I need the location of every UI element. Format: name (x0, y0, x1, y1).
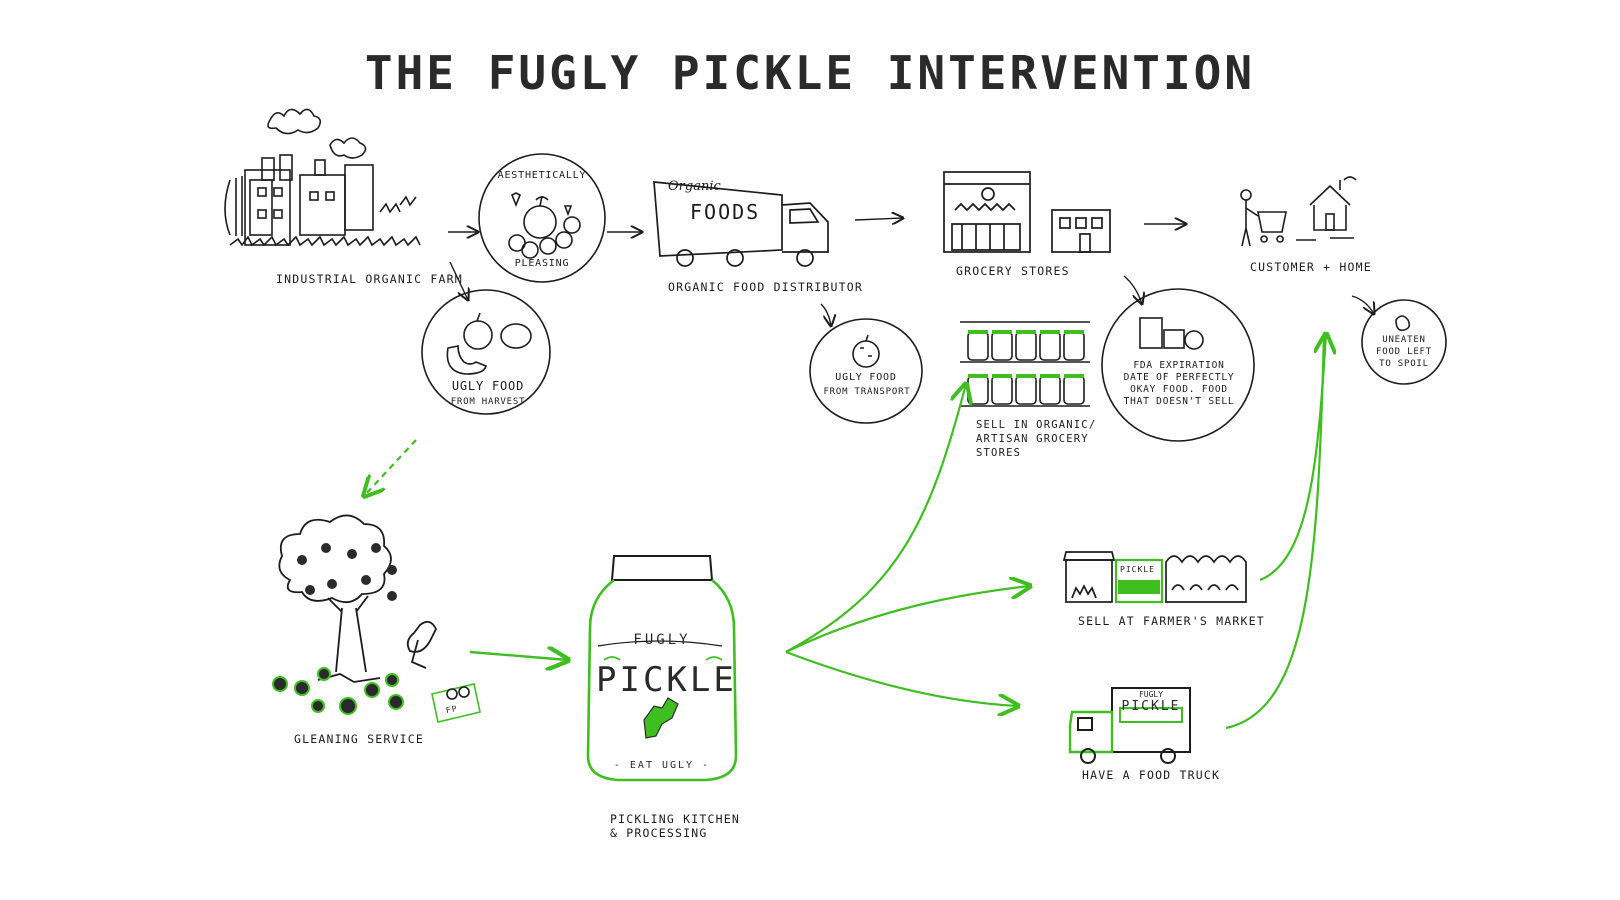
label-industrial-farm: INDUSTRIAL ORGANIC FARM (276, 272, 463, 286)
label-pickling-kitchen: PICKLING KITCHEN & PROCESSING (610, 812, 740, 840)
arrow-customer-to-uneaten (1351, 295, 1374, 314)
uneaten-food-circle (1361, 299, 1447, 385)
grocery-shelf-jars-icon (960, 321, 1090, 407)
label-ugly-food-harvest-2: FROM HARVEST (450, 397, 526, 407)
fugly-pickle-jar-icon (586, 555, 738, 782)
label-aesthetically: AESTHETICALLY (497, 170, 587, 181)
aesthetically-pleasing-circle (478, 153, 606, 283)
ugly-food-harvest-circle (421, 289, 551, 415)
tree-fruits (297, 543, 397, 601)
truck-text-organic: Organic (668, 179, 721, 194)
market-stall-sign: PICKLE (1120, 565, 1155, 574)
label-ugly-food-transport-1: UGLY FOOD (835, 372, 897, 383)
jar-name: PICKLE (596, 660, 737, 700)
truck-text-foods: FOODS (690, 200, 761, 224)
label-fda-expiration: FDA EXPIRATION DATE OF PERFECTLY OKAY FO… (1123, 360, 1235, 407)
jar-brand: FUGLY (633, 632, 691, 648)
organic-foods-truck-icon (653, 181, 829, 267)
fp-crate-icon (431, 683, 481, 723)
label-ugly-food-harvest-1: UGLY FOOD (451, 379, 525, 393)
arrow-gleaning-to-pickling (469, 652, 568, 660)
arrow-jar-to-food-truck (785, 650, 1018, 706)
label-farmers-market: SELL AT FARMER'S MARKET (1078, 614, 1265, 628)
fugly-food-truck-icon (1068, 687, 1191, 764)
arrow-distributor-to-grocery (854, 218, 903, 220)
ugly-food-transport-circle (809, 318, 923, 424)
customer-home-icon (1240, 176, 1357, 247)
arrow-truck-to-customer (1225, 333, 1326, 730)
label-food-truck: HAVE A FOOD TRUCK (1082, 768, 1221, 782)
label-customer-home: CUSTOMER + HOME (1250, 260, 1372, 274)
label-uneaten-food: UNEATEN FOOD LEFT TO SPOIL (1376, 335, 1432, 369)
label-grocery-stores: GROCERY STORES (956, 264, 1070, 278)
truck-name: PICKLE (1121, 699, 1181, 714)
arrow-jar-to-organic-stores (785, 384, 966, 653)
arrow-market-to-customer (1259, 334, 1326, 582)
fallen-fruits (272, 667, 404, 715)
arrow-grocery-to-fda (1123, 275, 1142, 304)
arrow-jar-to-farmers-market (785, 586, 1030, 653)
truck-brand: FUGLY (1138, 690, 1164, 699)
arrow-dashed-to-gleaning (364, 439, 417, 496)
arrow-distributor-to-ugly-transport (820, 303, 831, 326)
crate-mark: FP (445, 703, 459, 716)
shelf-jar-lids-green (968, 330, 1084, 378)
label-pleasing: PLEASING (514, 258, 570, 269)
label-sell-organic: SELL IN ORGANIC/ ARTISAN GROCERY STORES (976, 419, 1097, 459)
gleaning-tree-icon (278, 514, 438, 683)
label-ugly-food-transport-2: FROM TRANSPORT (823, 387, 911, 397)
jar-tagline: - EAT UGLY - (613, 760, 711, 771)
factory-farm-icon (224, 108, 421, 247)
label-gleaning-service: GLEANING SERVICE (294, 732, 424, 746)
fda-expiration-circle (1101, 288, 1255, 442)
farmers-market-icon (1062, 551, 1247, 604)
label-distributor: ORGANIC FOOD DISTRIBUTOR (668, 280, 863, 294)
diagram-title: THE FUGLY PICKLE INTERVENTION (364, 46, 1256, 100)
grocery-stores-icon (943, 171, 1111, 253)
